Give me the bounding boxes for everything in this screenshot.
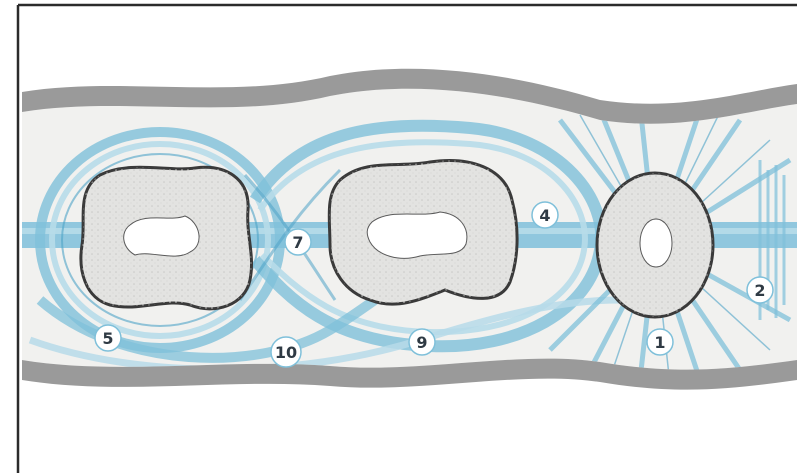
label-9-text: 9	[416, 333, 427, 352]
tooth-cross-section-icon-2	[329, 161, 517, 305]
label-2: 2	[747, 277, 773, 303]
tooth-cross-section-icon	[81, 167, 252, 309]
tooth-1-pulp	[124, 216, 199, 256]
tooth-2-pulp	[367, 212, 467, 258]
label-1: 1	[647, 329, 673, 355]
tooth-cross-section-icon-3	[597, 173, 713, 317]
tooth-3-pulp	[640, 219, 672, 267]
label-4: 4	[532, 202, 558, 228]
label-5-text: 5	[102, 329, 113, 348]
label-1-text: 1	[654, 333, 665, 352]
label-5: 5	[95, 325, 121, 351]
label-7: 7	[285, 229, 311, 255]
label-10-text: 10	[275, 343, 297, 362]
label-7-text: 7	[292, 233, 303, 252]
label-2-text: 2	[754, 281, 765, 300]
label-9: 9	[409, 329, 435, 355]
label-10: 10	[271, 337, 301, 367]
label-4-text: 4	[539, 206, 550, 225]
